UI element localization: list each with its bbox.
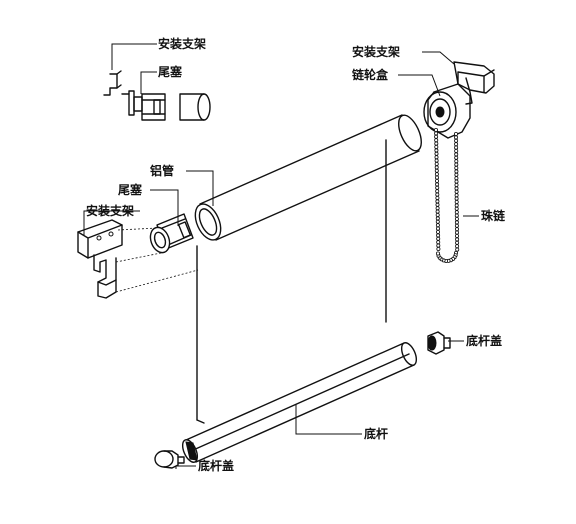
label-right-bracket: 安装支架 <box>352 45 401 59</box>
bracket-guide-line-1 <box>117 227 159 231</box>
label-top-end-plug: 尾塞 <box>158 65 183 79</box>
left-bracket <box>77 219 123 299</box>
label-chain-box: 链轮盒 <box>352 68 389 82</box>
label-top-bracket: 安装支架 <box>158 37 207 51</box>
bottom-cap-right <box>427 331 451 355</box>
left-end-plug <box>149 213 194 254</box>
label-left-end-plug: 尾塞 <box>118 183 143 197</box>
chain-box <box>423 83 471 139</box>
label-bottom-cap-right: 底杆盖 <box>466 334 503 348</box>
label-bottom-bar: 底杆 <box>364 427 389 441</box>
bottom-cap-left <box>154 450 185 469</box>
top-end-plug-detail <box>121 90 166 121</box>
leader-bottom-bar <box>295 404 362 435</box>
bead-chain <box>433 127 460 263</box>
leader-top-end-plug <box>140 71 157 94</box>
top-tube-stub-detail <box>179 93 211 121</box>
label-aluminum-tube: 铝管 <box>150 164 175 178</box>
leader-right-bracket <box>422 51 455 65</box>
leader-chain-box <box>398 74 441 97</box>
bracket-guide-line-2 <box>115 251 167 263</box>
leader-aluminum-tube <box>186 170 214 206</box>
label-left-bracket: 安装支架 <box>86 204 135 218</box>
leader-top-bracket <box>111 43 157 70</box>
leader-left-bracket <box>83 210 140 236</box>
leader-left-end-plug <box>150 189 179 226</box>
label-bottom-cap-left: 底杆盖 <box>198 459 235 473</box>
aluminum-tube <box>194 114 422 241</box>
leader-bottom-cap-left <box>175 465 196 469</box>
top-bracket-detail <box>103 70 122 96</box>
right-bracket <box>453 61 495 105</box>
label-bead-chain: 珠链 <box>481 209 506 223</box>
fabric-panel <box>196 139 387 424</box>
bottom-bar <box>181 342 418 463</box>
bracket-guide-line-3 <box>115 269 199 293</box>
